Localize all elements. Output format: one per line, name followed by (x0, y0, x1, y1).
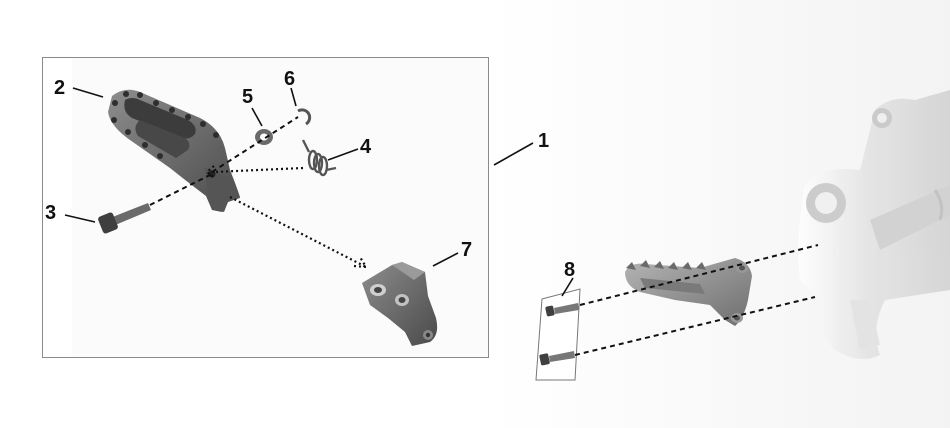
screw-set-part-8 (535, 288, 581, 381)
leader-1 (493, 142, 534, 166)
callout-1: 1 (538, 130, 549, 152)
callout-6: 6 (284, 68, 295, 90)
callout-3: 3 (45, 202, 56, 224)
bolt-axis-line (149, 173, 213, 206)
leader-6 (290, 87, 297, 107)
screw-upper (545, 303, 579, 317)
bolt-part-3 (98, 203, 151, 234)
footpeg-part-2 (108, 89, 240, 212)
leader-7 (432, 252, 459, 267)
callout-labels: 1 2 3 4 5 6 7 8 (45, 68, 575, 281)
assembly-lines (149, 116, 819, 356)
frame-bracket-ghost (798, 90, 950, 359)
leader-5 (251, 107, 263, 127)
screw-lower (539, 351, 575, 366)
pin-axis-line (211, 116, 299, 173)
callout-5: 5 (242, 86, 253, 108)
leader-4 (327, 148, 359, 161)
leader-lines (64, 87, 574, 297)
leader-2 (72, 87, 104, 98)
bracket-path-line (229, 196, 367, 268)
leader-3 (64, 214, 96, 223)
spring-arrowhead (205, 165, 215, 179)
callout-4: 4 (360, 136, 372, 158)
spring-part-4 (301, 139, 337, 177)
circlip-part-6 (297, 108, 312, 126)
callout-8: 8 (564, 259, 575, 281)
upper-mount-line (579, 244, 819, 306)
footpeg-installed (625, 258, 752, 326)
callout-2: 2 (54, 77, 65, 99)
bracket-part-7 (362, 262, 438, 346)
leader-8 (561, 277, 574, 297)
callout-7: 7 (461, 239, 472, 261)
